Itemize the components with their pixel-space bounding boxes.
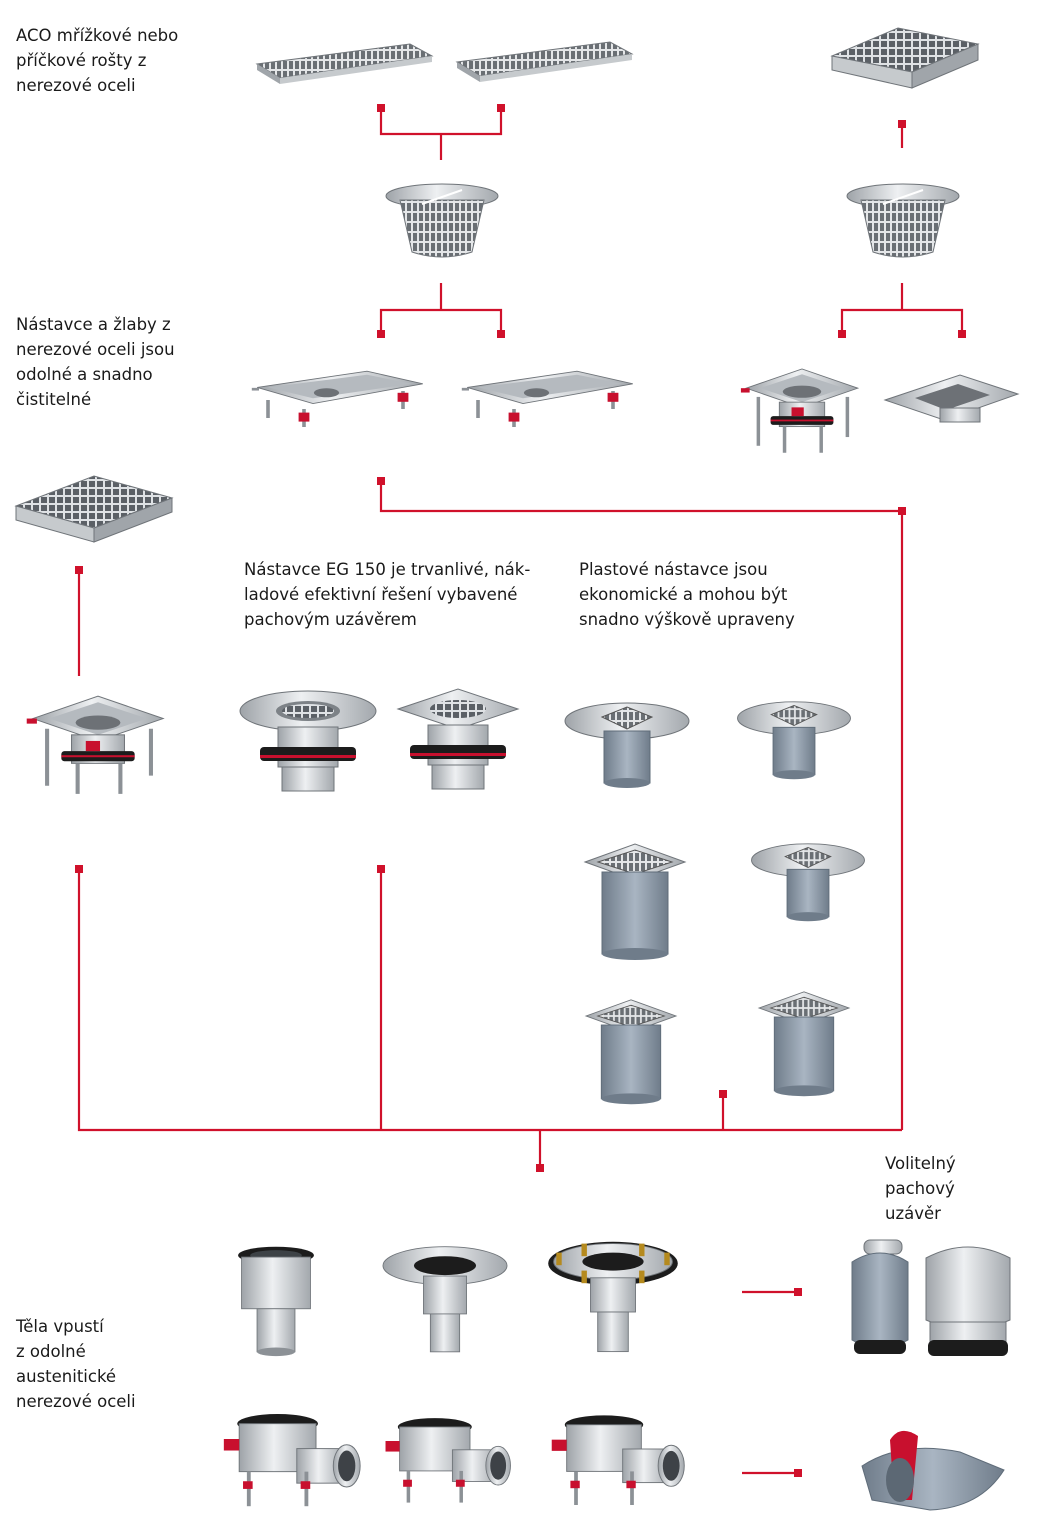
- floor-gully-top-icon: [27, 696, 163, 794]
- bodies-label: Těla vpustí z odolné austenitické nerezo…: [16, 1317, 136, 1411]
- dirt-basket-icon: [385, 183, 499, 258]
- flat-gully-top-icon: [883, 374, 1020, 423]
- plastic-top-section-icon: [564, 702, 690, 789]
- slot-grating-icon: [255, 43, 434, 84]
- eg150-square-icon: [397, 688, 519, 790]
- drain-body-vertical-icon: [237, 1246, 315, 1357]
- bar-grating-icon: [455, 41, 634, 82]
- plastic-top-section-icon: [751, 843, 865, 922]
- trap-label: Volitelný pachový uzávěr: [885, 1154, 956, 1223]
- eg150-round-icon: [239, 690, 377, 792]
- square-grating-icon: [830, 27, 980, 89]
- drain-body-horizontal-flange-icon: [383, 1416, 513, 1505]
- plastic-top-section-icon: [737, 701, 851, 780]
- connector-nodes: [75, 104, 966, 1477]
- flap-trap-icon: [861, 1430, 1005, 1511]
- drain-body-vertical-flange-icon: [382, 1246, 508, 1353]
- plastic-top-section-icon: [585, 999, 677, 1105]
- plastic-top-section-icon: [758, 991, 850, 1097]
- plastic-top-section-icon: [584, 843, 686, 961]
- floor-gully-top-icon: [739, 367, 860, 455]
- eg150-label: Nástavce EG 150 je trvanlivé, nák- ladov…: [244, 560, 531, 629]
- connector-lines: [77, 108, 964, 1475]
- square-grating-icon-left: [14, 475, 174, 543]
- drain-body-horizontal-icon: [221, 1412, 363, 1509]
- plastic-label: Plastové nástavce jsou ekonomické a moho…: [579, 560, 795, 629]
- channel-body-icon: [460, 369, 635, 429]
- gratings-label: ACO mřížkové nebo příčkové rošty z nerez…: [16, 26, 179, 95]
- channel-body-icon: [250, 369, 425, 429]
- dirt-basket-icon: [846, 183, 960, 258]
- drain-body-horizontal-clamp-icon: [549, 1413, 687, 1507]
- drain-body-vertical-clamp-icon: [547, 1241, 679, 1353]
- odour-trap-icon: [851, 1239, 1011, 1356]
- channels-label: Nástavce a žlaby z nerezové oceli jsou o…: [16, 315, 175, 409]
